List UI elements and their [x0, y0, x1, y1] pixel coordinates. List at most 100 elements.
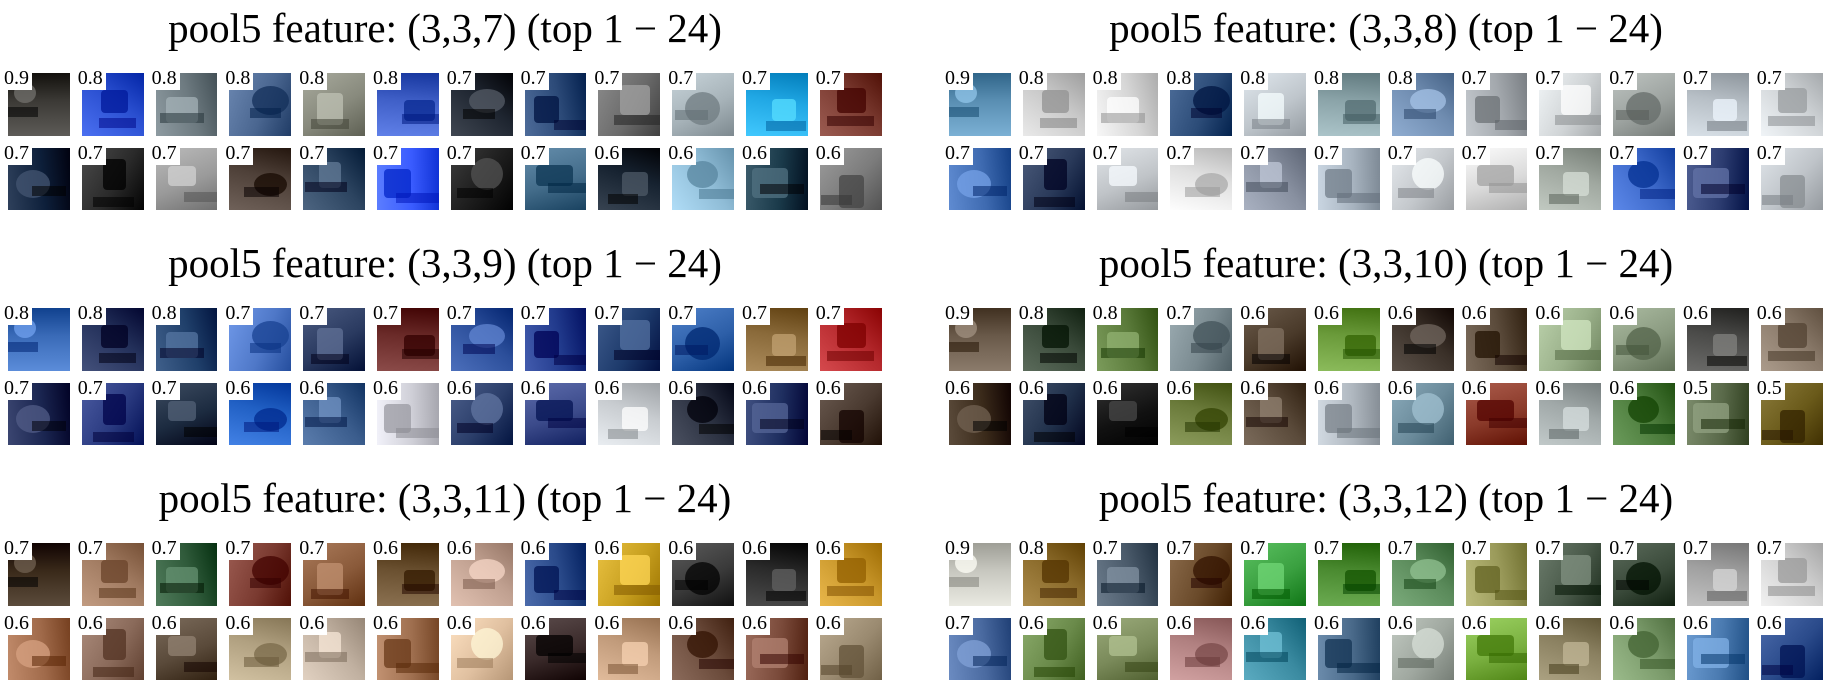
thumbnail-object — [1260, 396, 1283, 423]
panel-title: pool5 feature: (3,3,12) (top 1 − 24) — [1098, 475, 1674, 521]
thumbnail-object — [244, 421, 280, 432]
thumbnail-object — [685, 327, 721, 360]
activation-score: 0.8 — [1239, 67, 1269, 90]
thumbnail-object — [1124, 191, 1161, 202]
thumbnail-object — [462, 109, 495, 119]
thumbnail-cell: 0.6 — [1238, 611, 1312, 686]
thumbnail-cell: 0.7 — [1533, 67, 1608, 142]
thumbnail-object — [836, 323, 866, 348]
activation-score: 0.6 — [224, 376, 254, 400]
activation-score: 0.7 — [150, 376, 180, 400]
thumbnail-object — [535, 634, 573, 656]
thumbnail-object — [396, 427, 441, 438]
activation-score: 0.7 — [814, 67, 844, 90]
thumbnail-cell: 0.7 — [297, 537, 371, 612]
thumbnail-object — [826, 116, 874, 126]
thumbnail-object — [1411, 392, 1444, 425]
feature-panel-3-3-10: pool5 feature: (3,3,10) (top 1 − 24) 0.9… — [943, 235, 1829, 455]
activation-score: 0.6 — [1239, 611, 1269, 635]
thumbnail-cell: 0.7 — [1238, 141, 1312, 216]
thumbnail-object — [760, 653, 804, 664]
thumbnail-object — [470, 392, 503, 425]
thumbnail-cell: 0.6 — [592, 141, 667, 216]
thumbnail-cell: 0.7 — [1607, 141, 1681, 216]
activation-score: 0.8 — [1091, 302, 1121, 325]
thumbnail-object — [1474, 331, 1500, 358]
thumbnail-object — [675, 580, 709, 590]
activation-score: 0.6 — [519, 611, 549, 635]
thumbnail-image — [1094, 380, 1161, 447]
thumbnail-cell: 0.8 — [1164, 67, 1239, 142]
thumbnail-image — [817, 541, 884, 608]
thumbnail-cell: 0.7 — [1681, 141, 1755, 216]
thumbnail-object — [102, 393, 126, 425]
thumbnail-cell: 0.6 — [666, 376, 740, 451]
thumbnail-object — [244, 186, 280, 197]
activation-score: 0.6 — [1608, 611, 1638, 635]
thumbnail-object — [1713, 99, 1737, 121]
thumbnail-object — [1252, 119, 1291, 129]
thumbnail-object — [687, 630, 719, 658]
activation-score: 0.6 — [741, 141, 770, 165]
activation-score: 0.7 — [519, 302, 549, 325]
activation-score: 0.6 — [1239, 302, 1269, 325]
thumbnail-object — [402, 114, 441, 124]
activation-score: 0.6 — [1239, 376, 1269, 400]
thumbnail-object — [462, 579, 495, 589]
thumbnail-object — [1707, 121, 1747, 131]
thumbnail-cell: 0.7 — [297, 302, 371, 377]
thumbnail-object — [92, 431, 134, 442]
thumbnail-object — [1767, 116, 1815, 126]
thumbnail-object — [1476, 399, 1514, 421]
activation-score: 0.7 — [1608, 67, 1638, 90]
thumbnail-cell: 0.7 — [943, 141, 1017, 216]
thumbnail-cell: 0.6 — [518, 611, 593, 686]
thumbnail-object — [183, 191, 220, 202]
thumbnail-object — [92, 666, 134, 677]
activation-score: 0.9 — [3, 67, 32, 90]
thumbnail-object — [553, 120, 589, 130]
thumbnail-object — [1124, 426, 1161, 437]
thumbnail-cell: 0.6 — [149, 611, 224, 686]
thumbnail-cell: 0.6 — [1459, 611, 1534, 686]
thumbnail-cell: 0.6 — [813, 537, 888, 612]
thumbnail-cell: 0.7 — [1090, 537, 1165, 612]
thumbnail-object — [1555, 115, 1602, 125]
activation-score: 0.8 — [1091, 67, 1121, 90]
thumbnail-object — [533, 331, 559, 358]
thumbnail-object — [402, 349, 441, 359]
thumbnail-object — [685, 92, 721, 125]
thumbnail-image — [1758, 380, 1825, 447]
thumbnail-object — [973, 185, 1007, 196]
thumbnail-cell: 0.6 — [371, 611, 445, 686]
thumbnail-cell: 0.6 — [223, 611, 298, 686]
thumbnail-cell: 0.6 — [1533, 611, 1608, 686]
thumbnail-object — [620, 85, 651, 115]
activation-score: 0.7 — [944, 141, 973, 165]
thumbnail-object — [1640, 658, 1677, 669]
activation-score: 0.6 — [593, 611, 623, 635]
thumbnail-object — [614, 350, 661, 360]
thumbnail-object — [1640, 423, 1677, 434]
activation-score: 0.7 — [1755, 141, 1785, 165]
thumbnail-object — [1041, 90, 1069, 113]
thumbnail-cell: 0.6 — [943, 376, 1017, 451]
activation-score: 0.6 — [1460, 611, 1490, 635]
activation-score: 0.6 — [814, 141, 844, 165]
thumbnail-object — [8, 342, 38, 352]
thumbnail-cell: 0.6 — [666, 141, 740, 216]
thumbnail-cell: 0.7 — [740, 302, 814, 377]
thumbnail-object — [1041, 560, 1069, 583]
activation-score: 0.7 — [1091, 141, 1121, 165]
thumbnail-image — [153, 541, 220, 608]
thumbnail-object — [1260, 161, 1283, 188]
activation-score: 0.6 — [1313, 302, 1342, 325]
thumbnail-object — [1549, 663, 1580, 674]
activation-score: 0.6 — [814, 376, 844, 400]
thumbnail-cell: 0.7 — [813, 302, 888, 377]
activation-score: 0.6 — [372, 537, 401, 560]
panel-title: pool5 feature: (3,3,10) (top 1 − 24) — [1098, 240, 1674, 286]
thumbnail-object — [836, 558, 866, 583]
